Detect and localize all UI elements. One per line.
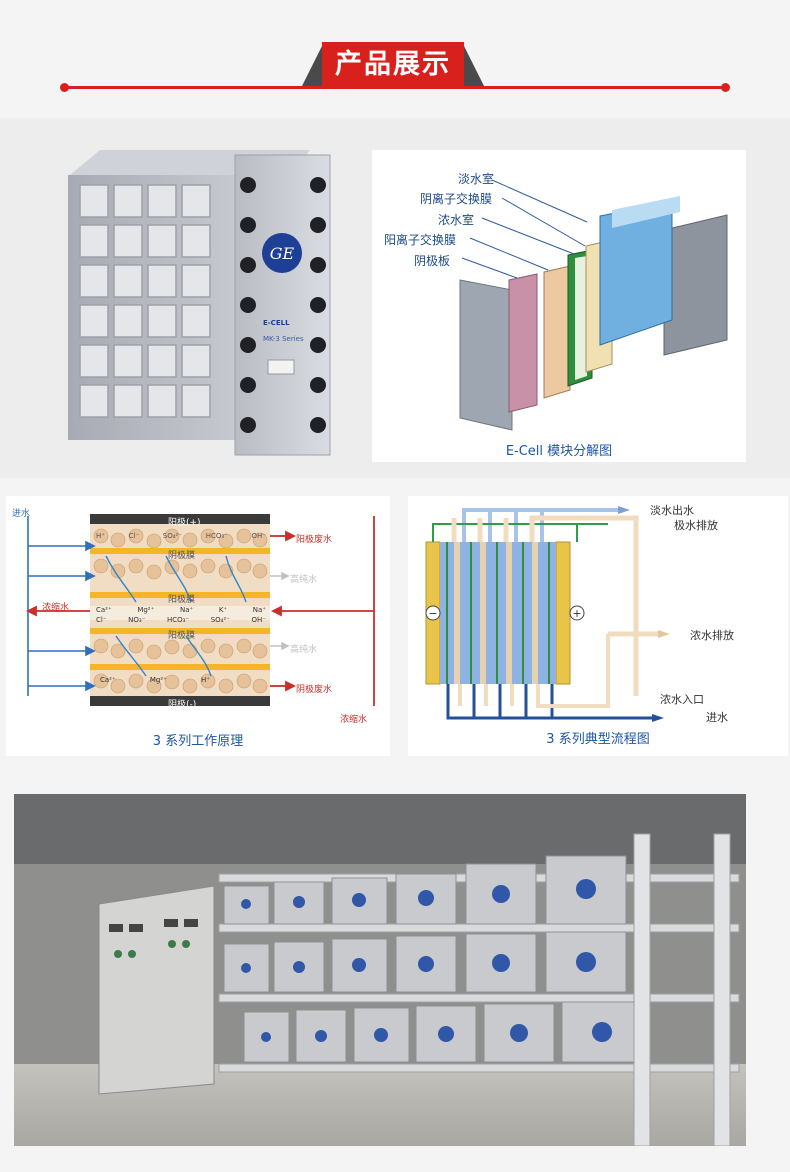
membrane-label-1: 阴极膜 xyxy=(168,551,196,561)
flow-label-conc-drain: 浓水排放 xyxy=(690,629,734,642)
module-photo: GE E-CELL MK-3 Series xyxy=(68,150,331,456)
anode-waste-label: 阳极废水 xyxy=(296,535,333,545)
inlet-label: 进水 xyxy=(12,509,31,519)
flow-label-feed-in: 进水 xyxy=(706,711,728,724)
header-ribbon-fold-left xyxy=(302,46,322,86)
flow-label-electrode-drain: 极水排放 xyxy=(674,519,718,532)
cathode-label: 阴极(-) xyxy=(168,700,197,710)
flow-caption: 3 系列典型流程图 xyxy=(546,732,650,747)
header-rule-dot-left xyxy=(60,83,69,92)
label-dilute-chamber: 淡水室 xyxy=(458,172,495,186)
flow-label-fresh-out: 淡水出水 xyxy=(650,504,694,517)
flow-diagram: − + xyxy=(425,506,670,722)
exploded-caption: E-Cell 模块分解图 xyxy=(505,444,613,459)
label-anion-membrane: 阴离子交换膜 xyxy=(420,192,493,206)
membrane-label-2: 阳极膜 xyxy=(168,595,196,605)
svg-text:E-CELL: E-CELL xyxy=(263,319,290,327)
principle-caption: 3 系列工作原理 xyxy=(152,734,244,749)
svg-text:GE: GE xyxy=(270,244,295,263)
membrane-label-3: 阳极膜 xyxy=(168,631,196,641)
header-rule-dot-right xyxy=(721,83,730,92)
svg-text:MK-3 Series: MK-3 Series xyxy=(263,335,304,343)
principle-diagram xyxy=(25,514,375,706)
exploded-diagram xyxy=(459,179,728,431)
ion-row-4: Ca²⁺Mg²⁺H⁺ xyxy=(100,676,210,684)
svg-text:+: + xyxy=(572,607,581,620)
cathode-waste-label: 阴极废水 xyxy=(296,685,333,695)
flow-label-conc-in: 浓水入口 xyxy=(660,693,704,706)
plant-photo xyxy=(14,794,746,1146)
concentrate-in-label: 浓缩水 xyxy=(340,715,368,725)
ion-row-2: Ca²⁺Mg²⁺Na⁺K⁺Na⁺ xyxy=(96,606,266,614)
ion-row-1: H⁺Cl⁻SO₄²⁻HCO₃⁻OH⁻ xyxy=(96,532,266,540)
ge-logo xyxy=(262,233,302,273)
ion-row-3: Cl⁻NO₃⁻HCO₃⁻SO₄²⁻OH⁻ xyxy=(96,616,266,624)
anode-label: 阳极(+) xyxy=(168,518,201,528)
label-concentrate-chamber: 浓水室 xyxy=(438,213,475,227)
concentrate-out-label: 浓缩水 xyxy=(42,603,70,613)
product-water-label-1: 高纯水 xyxy=(290,575,318,585)
label-cation-membrane: 阳离子交换膜 xyxy=(384,233,457,247)
header-ribbon-fold-right xyxy=(464,46,484,86)
product-water-label-2: 高纯水 xyxy=(290,645,318,655)
label-cathode-plate: 阴极板 xyxy=(414,254,451,268)
section-title: 产品展示 xyxy=(322,42,464,88)
svg-text:−: − xyxy=(428,607,437,620)
